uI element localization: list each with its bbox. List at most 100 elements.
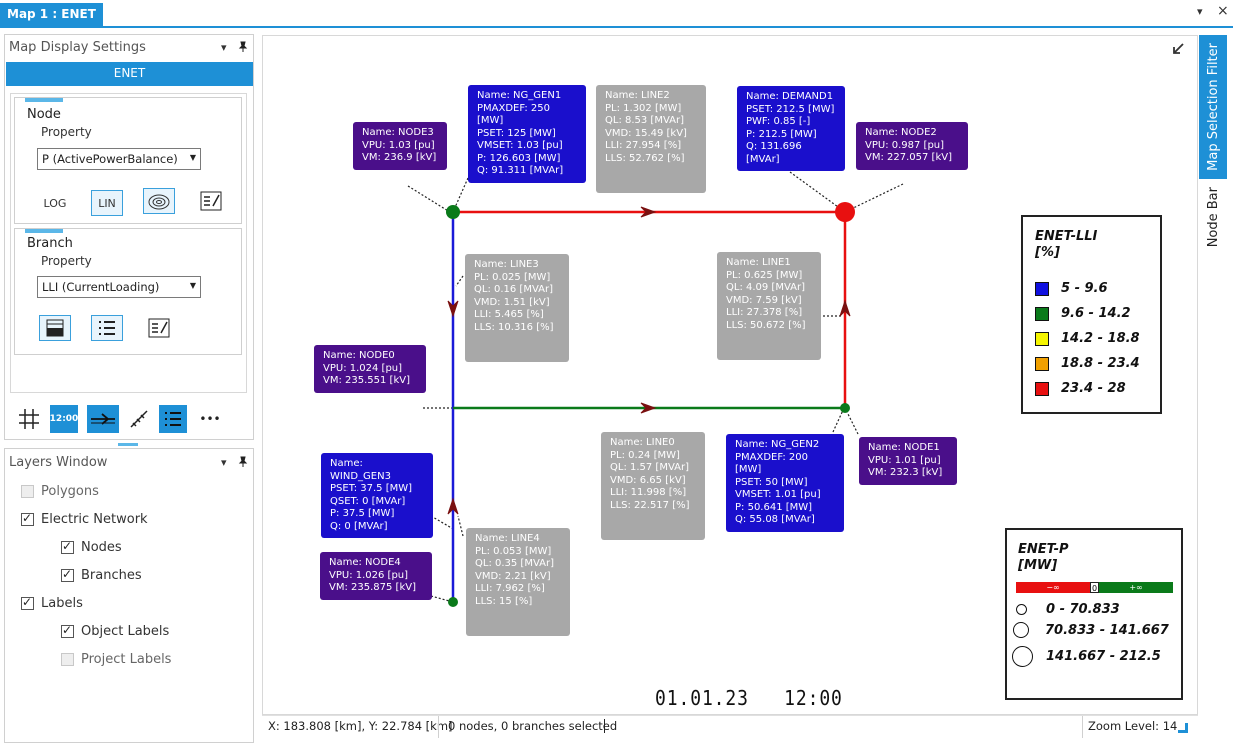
grid-icon[interactable] (15, 405, 43, 433)
labels-list-icon[interactable] (159, 405, 187, 433)
document-tab-bar: Map 1 : ENET ▾ × (0, 0, 1233, 28)
leader-line (407, 185, 454, 215)
panel-title: Map Display Settings (9, 40, 146, 55)
tab-map-selection-filter[interactable]: Map Selection Filter (1199, 35, 1227, 179)
circles-icon[interactable] (143, 188, 175, 214)
legend-title: ENET-P (1018, 542, 1069, 557)
node-group: Node Property P (ActivePowerBalance) ▼ L… (14, 97, 242, 224)
checkbox[interactable] (21, 595, 34, 610)
legend-edit-icon[interactable] (143, 315, 175, 341)
group-accent (25, 229, 63, 233)
close-tab-icon[interactable]: × (1217, 3, 1229, 19)
checkbox[interactable] (21, 511, 34, 526)
layer-object-labels[interactable]: Object Labels (61, 623, 169, 639)
branch-group: Branch Property LLI (CurrentLoading) ▼ (14, 228, 242, 355)
legend-row: 141.667 - 212.5 (1012, 646, 1161, 667)
layer-electric-network[interactable]: Electric Network (21, 511, 148, 527)
node-node2 (835, 202, 855, 222)
checkbox[interactable] (61, 539, 74, 554)
legend-row: 0 - 70.833 (1016, 602, 1120, 617)
node-label: Node (27, 107, 61, 122)
panel-splitter[interactable] (118, 443, 138, 446)
tab-node-bar[interactable]: Node Bar (1205, 186, 1221, 248)
checkbox[interactable] (21, 485, 34, 498)
leader-line (844, 183, 904, 213)
node-property-value: P (ActivePowerBalance) (42, 152, 178, 166)
status-divider (438, 716, 439, 738)
checkbox[interactable] (61, 653, 74, 666)
chevron-down-icon: ▼ (189, 281, 196, 290)
status-coords: X: 183.808 [km], Y: 22.784 [km] (268, 719, 453, 733)
layer-polygons[interactable]: Polygons (21, 484, 99, 499)
tab-enet[interactable]: ENET (6, 62, 253, 86)
collapse-arrow-icon[interactable] (1171, 42, 1185, 60)
legend-swatch (1035, 306, 1049, 321)
legend-swatch (1035, 356, 1049, 371)
legend-swatch (1035, 331, 1049, 346)
tab-map1[interactable]: Map 1 : ENET (0, 3, 103, 28)
status-cursor (604, 719, 605, 733)
layer-labels[interactable]: Labels (21, 595, 83, 611)
checkbox[interactable] (61, 567, 74, 582)
leader-line (845, 409, 859, 435)
legend-unit: [%] (1035, 245, 1060, 260)
legend-row: 14.2 - 18.8 (1035, 331, 1140, 346)
flow-arrow-icon[interactable] (87, 405, 119, 433)
panel-dropdown-icon[interactable]: ▾ (221, 456, 227, 469)
color-bar-icon[interactable] (39, 315, 71, 341)
network-diagram (407, 171, 904, 607)
leader-line (455, 275, 464, 287)
layer-nodes[interactable]: Nodes (61, 539, 122, 555)
branch-property-select[interactable]: LLI (CurrentLoading) ▼ (37, 276, 201, 298)
log-scale-button[interactable]: LOG (43, 196, 67, 210)
zoom-level: Zoom Level: 14 (1088, 719, 1178, 733)
legend-unit: [MW] (1018, 558, 1058, 573)
layer-branches[interactable]: Branches (61, 567, 142, 583)
circle-icon (1016, 604, 1027, 615)
chevron-down-icon: ▼ (189, 153, 196, 162)
flow-arrow (447, 300, 459, 318)
tab-list-dropdown-icon[interactable]: ▾ (1197, 5, 1203, 18)
time-button[interactable]: 12:00 (50, 405, 78, 433)
layers-window-panel: Layers Window ▾ Polygons Electric Networ… (4, 448, 254, 743)
panel-dropdown-icon[interactable]: ▾ (221, 41, 227, 54)
flow-arrow (447, 497, 459, 515)
more-options-button[interactable]: ••• (199, 412, 221, 426)
leader-line (457, 515, 464, 537)
leader-line (832, 407, 845, 433)
status-bar: X: 183.808 [km], Y: 22.784 [km] 0 nodes,… (262, 715, 1198, 738)
settings-content: Node Property P (ActivePowerBalance) ▼ L… (10, 93, 247, 393)
leader-line (430, 515, 456, 531)
flow-arrow (640, 206, 657, 218)
layer-project-labels[interactable]: Project Labels (61, 652, 171, 667)
legend-edit-icon[interactable] (195, 188, 227, 214)
list-icon[interactable] (91, 315, 123, 341)
node-property-select[interactable]: P (ActivePowerBalance) ▼ (37, 148, 201, 170)
checkbox[interactable] (61, 623, 74, 638)
panel-title: Layers Window (9, 455, 108, 470)
ruler-icon[interactable] (125, 405, 153, 433)
legend-row: 70.833 - 141.667 (1013, 622, 1169, 638)
pin-icon[interactable] (237, 456, 249, 472)
resize-grip-icon[interactable] (1178, 723, 1188, 733)
pin-icon[interactable] (237, 41, 249, 57)
flow-arrow (640, 402, 657, 414)
lin-scale-button[interactable]: LIN (91, 190, 123, 216)
legend-color-bar: −∞ 0 +∞ (1016, 582, 1173, 593)
node-node3 (446, 205, 460, 219)
